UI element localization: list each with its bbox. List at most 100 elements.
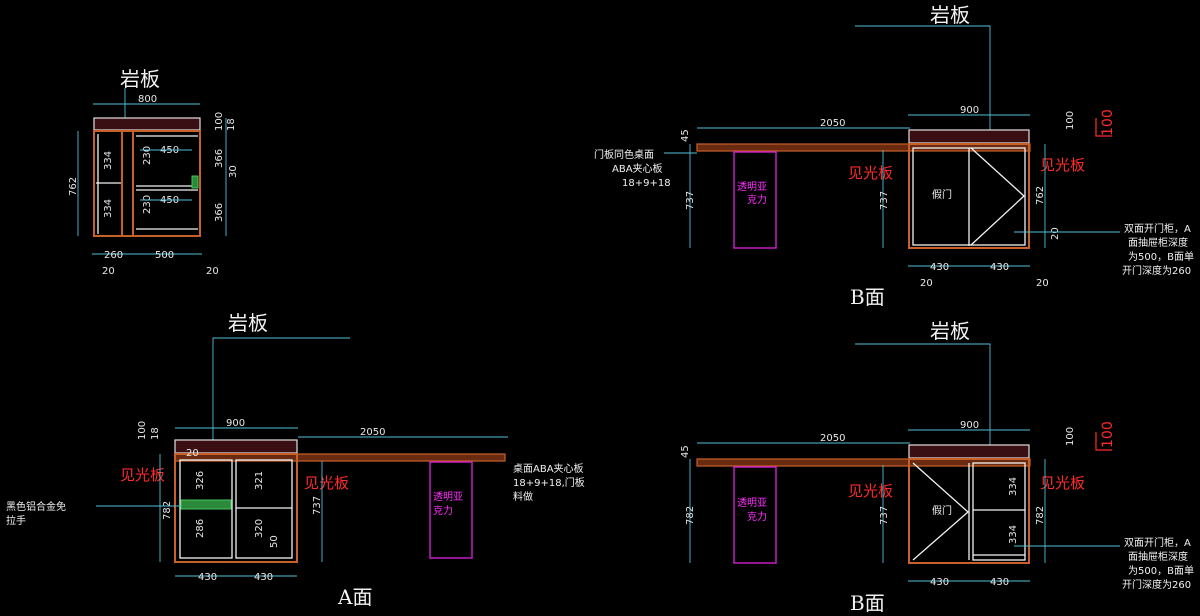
leader-line: [855, 25, 991, 132]
leader-line: [212, 337, 350, 442]
dim-height-right: 782: [1035, 506, 1046, 525]
dim-height-mid: 737: [879, 191, 890, 210]
visible-board-left: 见光板: [848, 482, 893, 500]
stone-countertop: [93, 117, 201, 131]
acrylic-label-2: 克力: [433, 504, 453, 517]
aluminum-handle: [180, 499, 232, 510]
side-view: 岩板 800 762 334 334 230 230 450 450 100 1…: [68, 67, 239, 277]
dim-height-left: 782: [685, 506, 696, 525]
red-marker: [1095, 432, 1112, 451]
dim-desk-thk: 45: [680, 129, 691, 142]
dim-base: 50: [269, 535, 280, 548]
dim-gap-top: 20: [186, 448, 199, 459]
dim-top-w: 900: [960, 105, 979, 116]
dim-gap-right: 20: [1050, 227, 1061, 240]
red-marker: [1095, 118, 1112, 137]
visible-board-left: 见光板: [848, 164, 893, 182]
a-face-view-label: A面: [337, 585, 372, 609]
dim-top-thk-red: 100: [1100, 421, 1116, 448]
desk-note-3: 18+9+18: [622, 178, 671, 189]
acrylic-label-1: 透明亚: [433, 491, 463, 503]
stone-countertop: [908, 129, 1030, 144]
fake-door-label: 假门: [932, 504, 952, 517]
dim-foot-left: 20: [102, 266, 115, 277]
side-note-1: 双面开门柜，A: [1124, 536, 1191, 549]
dim-right-lower: 366: [214, 203, 225, 222]
acrylic-label-1: 透明亚: [737, 497, 767, 509]
acrylic-leg: [429, 461, 473, 559]
dim-bay-left: 430: [198, 572, 217, 583]
acrylic-leg: [733, 151, 777, 249]
side-note-2: 面抽屉柜深度: [1128, 236, 1188, 249]
visible-board-left: 见光板: [120, 466, 165, 484]
dim-top-thk-b: 18: [226, 118, 237, 131]
visible-board-right: 见光板: [1040, 156, 1085, 174]
dim-bay-left: 430: [930, 577, 949, 588]
dim-height-right: 762: [1035, 186, 1046, 205]
dim-top-thk-a: 100: [1065, 427, 1076, 446]
handle-note-1: 黑色铝合金免: [6, 500, 66, 513]
dim-drawer-r2: 320: [254, 519, 265, 538]
fake-door-label: 假门: [932, 188, 952, 201]
cabinet-body: [174, 453, 298, 563]
dim-top-thk-a: 100: [137, 421, 148, 440]
cabinet-body: [908, 143, 1030, 249]
door-swing: [912, 462, 969, 561]
visible-board-right: 见光板: [1040, 474, 1085, 492]
desk-note-2: 18+9+18,门板: [513, 476, 585, 489]
dim-height: 762: [68, 177, 79, 196]
door-frame: [912, 147, 1026, 246]
dim-drawer-r1: 321: [254, 471, 265, 490]
dim-top-width: 800: [138, 94, 157, 105]
shelf-bay: [972, 462, 1026, 561]
dim-height: 782: [162, 501, 173, 520]
desk-note-2: ABA夹心板: [612, 162, 663, 175]
handle-note-2: 拉手: [6, 514, 26, 527]
door-swing: [970, 147, 1025, 246]
dim-drawer-1: 326: [195, 471, 206, 490]
acrylic-label-2: 克力: [747, 510, 767, 523]
visible-board-right: 见光板: [304, 474, 349, 492]
dim-top-w: 900: [960, 420, 979, 431]
dim-top-thk-b: 18: [150, 427, 161, 440]
acrylic-label-2: 克力: [747, 193, 767, 206]
side-view-title: 岩板: [120, 67, 160, 91]
dim-shelf-lower: 334: [1008, 525, 1019, 544]
side-note-4: 开门深度为260: [1122, 264, 1191, 277]
b-top-title: 岩板: [930, 3, 970, 27]
dim-inner-w-upper: 450: [160, 145, 179, 156]
dim-top-thk-a: 100: [214, 112, 225, 131]
b-top-view-label: B面: [850, 285, 885, 309]
b-bottom-view-label: B面: [850, 591, 885, 615]
dim-height-mid: 737: [879, 506, 890, 525]
dim-foot-right: 20: [206, 266, 219, 277]
a-face-view: 岩板 900 2050 326 286 321 320 50 透明亚 克力 见光…: [6, 311, 585, 609]
handle-profile: [191, 175, 199, 189]
b-face-top-view: 岩板 2050 900 透明亚 克力 假门 见光板 见光板 门板同色桌面 ABA…: [594, 3, 1194, 309]
dim-top-thk: 100: [1065, 111, 1076, 130]
dim-desk-len: 2050: [820, 118, 845, 129]
desk-note-1: 门板同色桌面: [594, 148, 654, 161]
dim-shelf-lower: 334: [103, 199, 114, 218]
dim-bottom-right: 500: [155, 250, 174, 261]
dim-foot-left: 20: [920, 278, 933, 289]
desk-note-1: 桌面ABA夹心板: [513, 462, 584, 475]
dim-drawer-2: 286: [195, 519, 206, 538]
dim-height-left: 737: [685, 191, 696, 210]
dim-top-w: 900: [226, 418, 245, 429]
side-note-1: 双面开门柜，A: [1124, 222, 1191, 235]
dim-desk-height: 737: [312, 496, 323, 515]
b-bottom-title: 岩板: [930, 319, 970, 343]
side-note-3: 为500，B面单: [1128, 565, 1194, 577]
dim-bay-right: 430: [990, 262, 1009, 273]
b-face-bottom-view: 岩板 2050 900 透明亚 克力 假门 334 334 见光板 见光板 45…: [680, 319, 1194, 615]
dim-top-thk-red: 100: [1100, 109, 1116, 136]
dim-desk-len: 2050: [360, 427, 385, 438]
side-note-3: 为500，B面单: [1128, 251, 1194, 263]
stone-countertop: [908, 444, 1030, 459]
dim-foot-right: 20: [1036, 278, 1049, 289]
dim-inner-h-upper: 230: [142, 146, 153, 165]
side-note-4: 开门深度为260: [1122, 578, 1191, 591]
dim-inner-h-lower: 230: [142, 195, 153, 214]
